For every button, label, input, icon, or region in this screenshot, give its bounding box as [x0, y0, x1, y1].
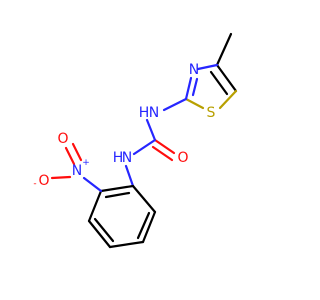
bond-ring-5 [87, 189, 103, 223]
bond-ring-2 [141, 210, 157, 244]
bond-ring-nitro [82, 176, 103, 193]
bond-nitro-o-double-2 [71, 142, 83, 162]
bond-c4-c5 [215, 63, 238, 93]
bond-nitro-o-double [64, 146, 76, 166]
atom-amide-n-top: N [149, 105, 159, 121]
atom-amide-h-top: H [139, 105, 150, 121]
bond-ring-1 [131, 184, 157, 214]
bond-c-o-double [151, 145, 174, 162]
atom-nitro-o-single: O [38, 173, 49, 189]
bond-c2-n-inner [191, 77, 199, 97]
charge-nitro-n: + [82, 158, 90, 168]
bond-c-o [153, 138, 176, 155]
bond-ring-2-inner [136, 211, 151, 240]
bond-ring-4 [87, 219, 112, 249]
bond-ring-6 [99, 184, 135, 193]
bond-carbonyl-nh [132, 138, 157, 156]
atom-amide-n-bottom: N [122, 150, 132, 166]
atom-thiazole-s: S [207, 105, 216, 121]
atom-nitro-o-double: O [57, 131, 68, 147]
atom-carbonyl-o: O [177, 150, 188, 166]
charge-nitro-o: - [33, 179, 36, 189]
bond-c2-nh [162, 97, 188, 112]
molecule-structure: N S N H O N H N + O O - [33, 32, 238, 249]
bond-nh-phenyl [124, 164, 135, 188]
bond-nitro-o-single [50, 175, 72, 180]
bond-c4-c5-inner [209, 70, 229, 96]
bond-nh-carbonyl [145, 118, 157, 142]
bond-s-c2 [184, 97, 205, 110]
bond-methyl [215, 32, 233, 67]
bond-ring-6-inner [104, 191, 131, 199]
bond-c2-n [184, 76, 193, 101]
bond-ring-4-inner [93, 217, 115, 243]
bond-n-c4 [196, 63, 219, 71]
bond-c5-s [218, 89, 238, 110]
structure-canvas: N S N H O N H N + O O - [33, 32, 238, 249]
bond-ring-3 [108, 240, 145, 249]
atom-nitro-n: N [72, 163, 82, 179]
atom-thiazole-n: N [189, 62, 199, 78]
atom-amide-h-bottom: H [113, 150, 124, 166]
